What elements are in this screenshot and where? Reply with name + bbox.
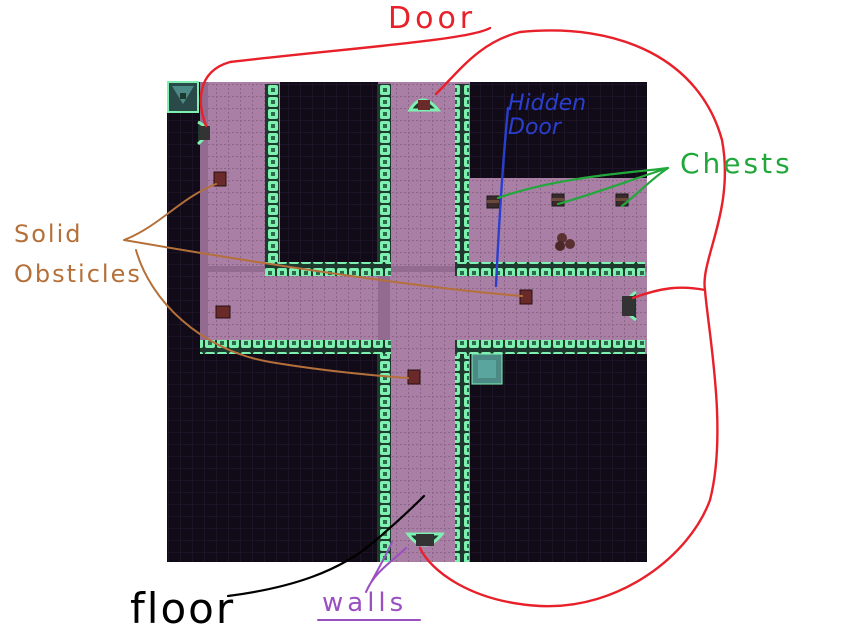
solid-obstacles-label: Solid Obsticles <box>14 214 134 294</box>
walls-label: walls <box>322 590 407 616</box>
crate-icon <box>408 370 420 384</box>
chest-icon <box>616 194 628 206</box>
door-label: Door <box>388 4 476 34</box>
crate-icon <box>520 290 532 304</box>
teleport-pad-icon <box>472 354 502 384</box>
chests-label: Chests <box>680 150 793 178</box>
floor-label: floor <box>130 588 235 630</box>
corner-marker-icon <box>168 82 198 112</box>
hidden-door-label: Hidden Door <box>508 92 628 140</box>
door-icon <box>622 292 636 320</box>
crate-icon <box>216 306 230 318</box>
